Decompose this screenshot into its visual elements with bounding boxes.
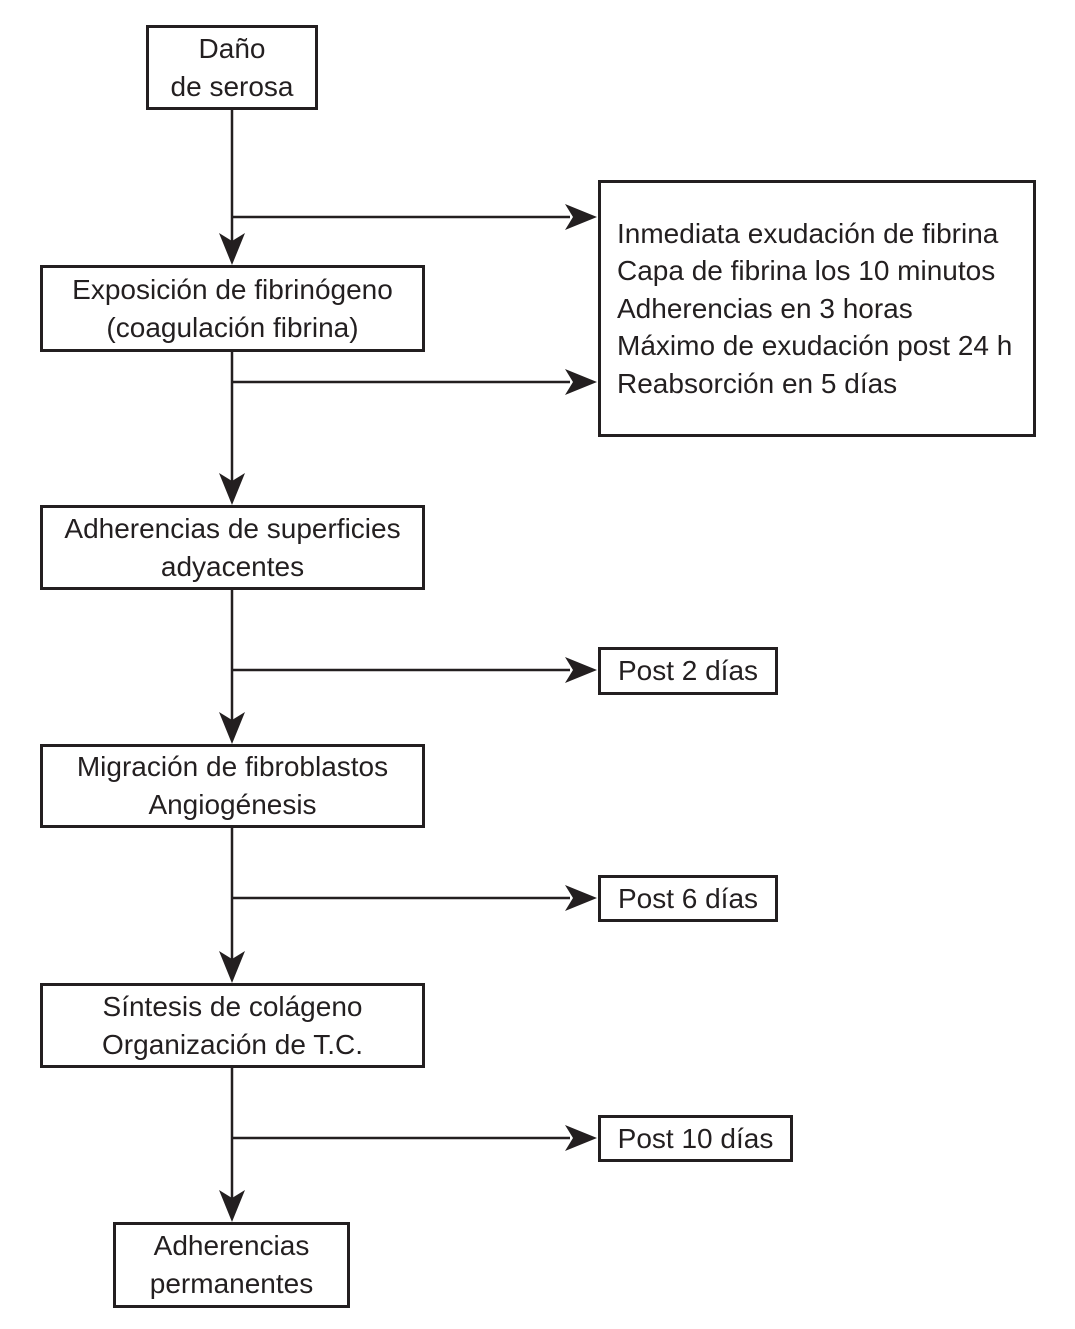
node-text-line: Post 2 días xyxy=(617,655,759,686)
node-text-line: Reabsorción en 5 días xyxy=(617,367,898,399)
node-text-line: Síntesis de colágeno xyxy=(102,990,363,1022)
arrow-right-into-fibrina-top xyxy=(565,204,597,230)
arrow-down-into-permanentes xyxy=(219,1190,245,1222)
node-text-line: Post 6 días xyxy=(617,882,759,914)
node-text-line: Adherencias en 3 horas xyxy=(617,292,913,324)
node-text-line: Inmediata exudación de fibrina xyxy=(617,217,999,249)
node-post-2-dias: Post 2 días xyxy=(598,647,778,695)
node-sintesis-de-colageno: Síntesis de colágeno Organización de T.C… xyxy=(40,983,425,1068)
node-text-line: (coagulación fibrina) xyxy=(106,311,359,343)
node-text-line: Organización de T.C. xyxy=(102,1028,363,1060)
node-detalle-fibrina: Inmediata exudación de fibrina Capa de f… xyxy=(598,180,1036,437)
arrow-right-into-post6 xyxy=(565,885,597,911)
node-text-line: Capa de fibrina los 10 minutos xyxy=(617,255,996,287)
arrow-right-into-fibrina-bottom xyxy=(565,369,597,395)
node-adherencias-de-superficies: Adherencias de superficies adyacentes xyxy=(40,505,425,590)
node-post-10-dias: Post 10 días xyxy=(598,1115,793,1162)
node-text-line: Adherencias de superficies xyxy=(64,512,401,544)
node-text-line: de serosa xyxy=(170,70,294,102)
node-text-line: Angiogénesis xyxy=(148,789,317,820)
arrow-down-into-exposicion xyxy=(219,233,245,265)
node-exposicion-de-fibrinogeno: Exposición de fibrinógeno (coagulación f… xyxy=(40,265,425,352)
node-text-line: Adherencias xyxy=(153,1230,310,1261)
node-migracion-de-fibroblastos: Migración de fibroblastos Angiogénesis xyxy=(40,744,425,828)
node-text-line: permanentes xyxy=(149,1268,314,1299)
arrow-down-into-sintesis xyxy=(219,951,245,983)
node-text-line: Máximo de exudación post 24 h xyxy=(617,330,1013,362)
arrow-right-into-post10 xyxy=(565,1125,597,1151)
node-post-6-dias: Post 6 días xyxy=(598,875,778,922)
arrow-right-into-post2 xyxy=(565,657,597,683)
arrow-down-into-adherencias xyxy=(219,473,245,505)
node-text-line: Post 10 días xyxy=(617,1122,774,1154)
node-dano-de-serosa: Daño de serosa xyxy=(146,25,318,110)
node-adherencias-permanentes: Adherencias permanentes xyxy=(113,1222,350,1308)
node-text-line: Exposición de fibrinógeno xyxy=(72,273,393,305)
node-text-line: Daño xyxy=(198,32,266,64)
arrow-down-into-migracion xyxy=(219,712,245,744)
node-text-line: adyacentes xyxy=(160,550,305,582)
node-text-line: Migración de fibroblastos xyxy=(76,751,389,782)
